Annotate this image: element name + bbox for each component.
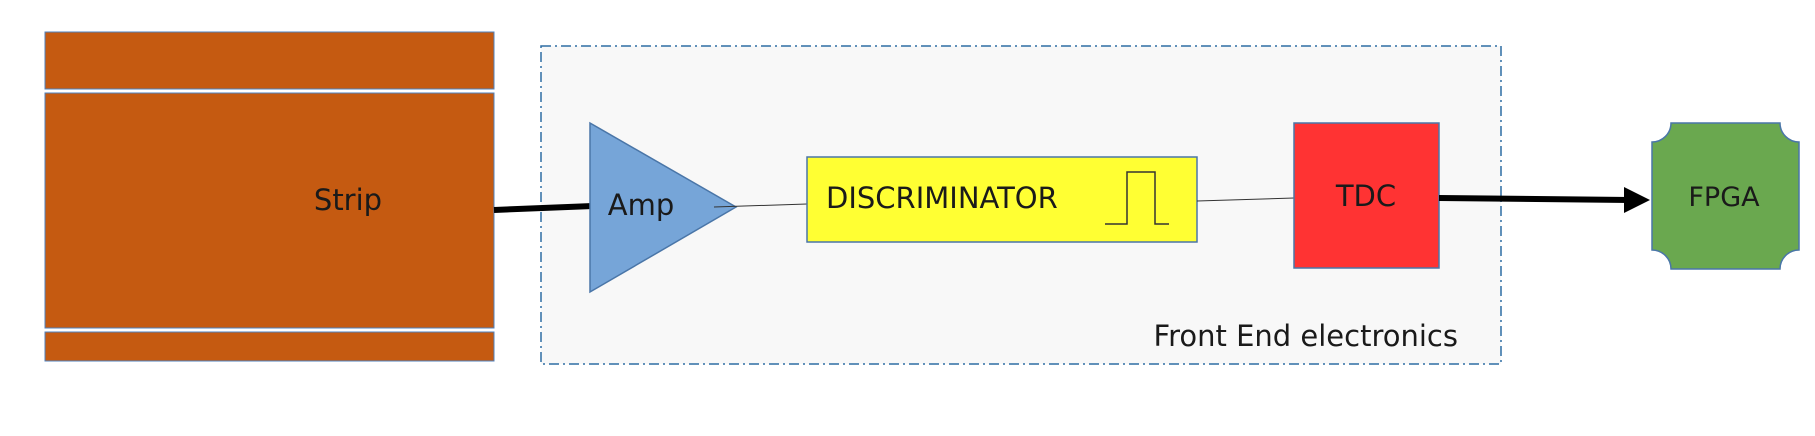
frontend-label: Front End electronics: [1154, 319, 1458, 353]
strip-to-amp-connector: [493, 203, 594, 213]
tdc-label: TDC: [1335, 179, 1396, 213]
fpga-block: [1651, 122, 1800, 270]
tdc-to-fpga-connector: [1438, 195, 1631, 203]
strip-main-layer: [44, 92, 495, 329]
arrow-head-icon: [1624, 187, 1650, 213]
amp-label: Amp: [608, 188, 675, 222]
amp-to-discriminator-wire: [713, 203, 808, 208]
strip-label: Strip: [314, 183, 382, 217]
tdc-box: [1293, 122, 1440, 269]
strip-bottom-layer: [44, 331, 495, 362]
pulse-icon: [1105, 171, 1169, 225]
strip-top-layer: [44, 31, 495, 90]
discriminator-box: [806, 156, 1198, 243]
amplifier-triangle: [589, 121, 738, 294]
strip-block: [44, 31, 495, 362]
discriminator-label: DISCRIMINATOR: [826, 181, 1058, 215]
discriminator-to-tdc-wire: [1196, 197, 1295, 202]
fpga-label: FPGA: [1688, 182, 1760, 213]
